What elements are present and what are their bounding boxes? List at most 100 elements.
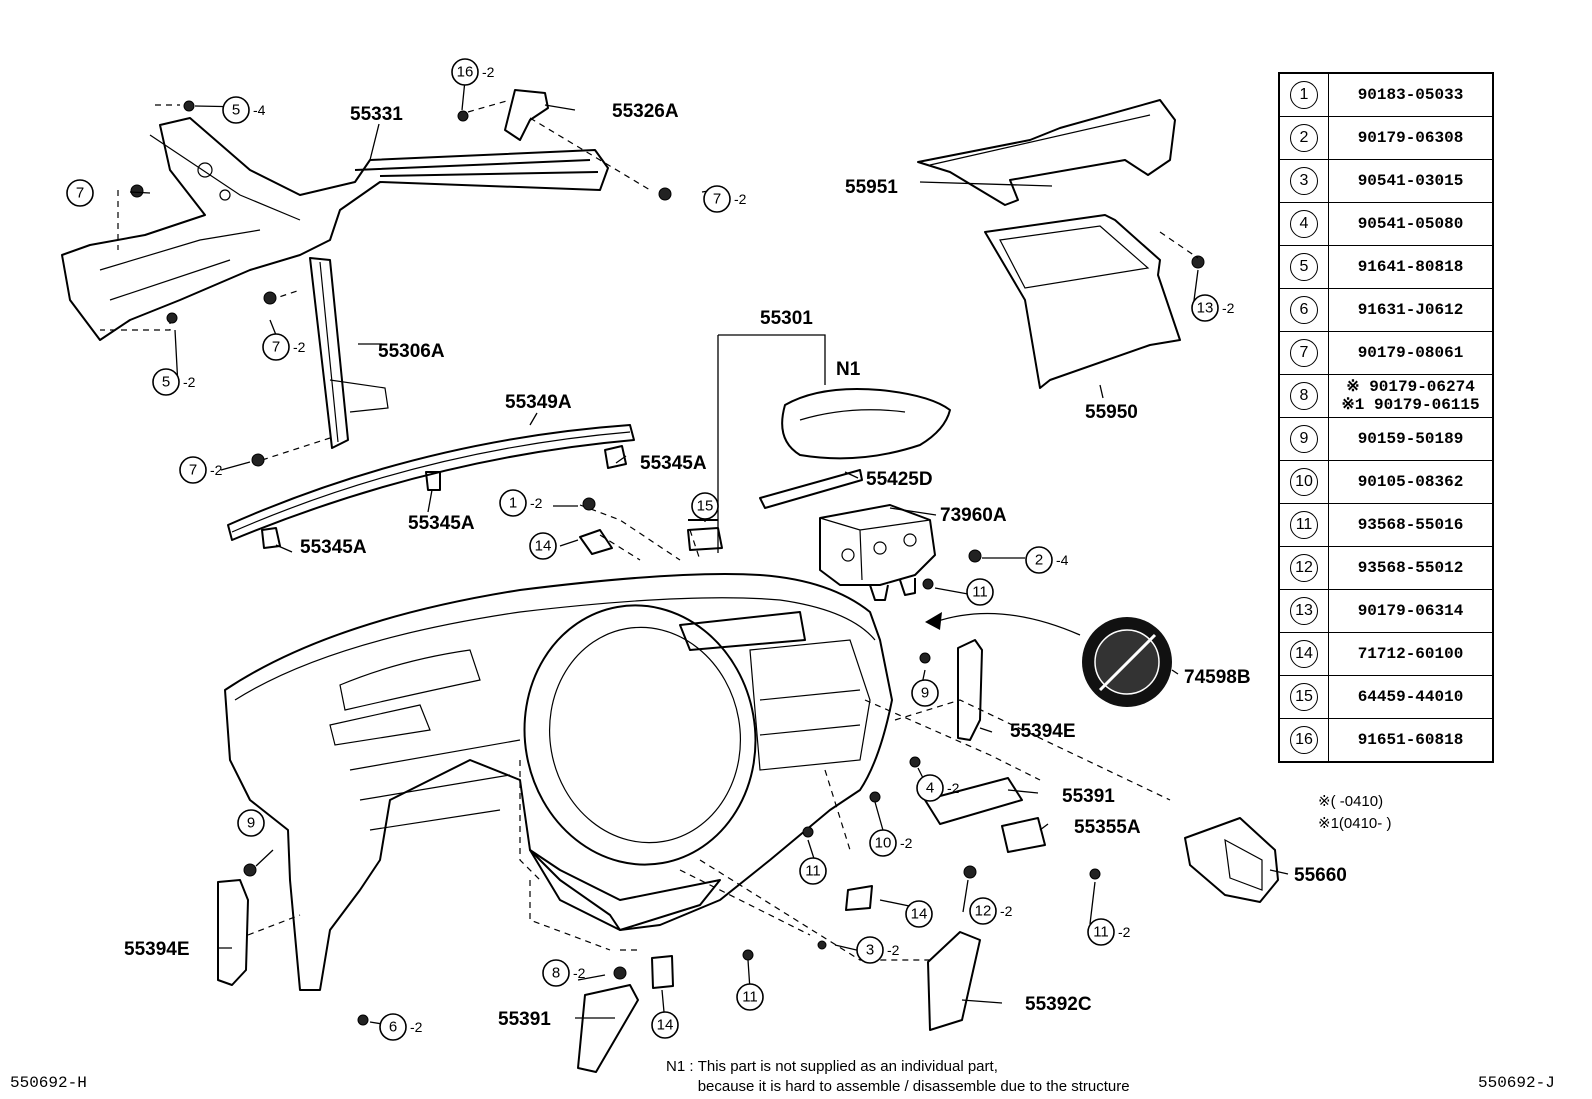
callout-6: 6 -2 bbox=[379, 1013, 423, 1041]
callout-14-top: 14 bbox=[529, 532, 557, 560]
bracket-55425D-drawing bbox=[759, 469, 863, 509]
label-55950: 55950 bbox=[1085, 402, 1138, 423]
svg-text:7: 7 bbox=[272, 339, 280, 356]
part-number: 90541-03015 bbox=[1357, 172, 1464, 190]
parts-table-pn-cell: 64459-44010 bbox=[1328, 675, 1494, 719]
ref-number: 3 bbox=[1290, 167, 1318, 195]
ref-number: 11 bbox=[1290, 511, 1318, 539]
part-number: ※ 90179-06274 bbox=[1346, 378, 1475, 396]
label-N1: N1 bbox=[836, 359, 861, 380]
callout-7-lower: 7 -2 bbox=[179, 456, 223, 484]
label-55425D: 55425D bbox=[866, 469, 933, 490]
ref-number: 13 bbox=[1290, 597, 1318, 625]
parts-table-row: 4 90541-05080 bbox=[1278, 202, 1494, 246]
part-number: 90179-06308 bbox=[1357, 129, 1464, 147]
fasteners-lower bbox=[243, 497, 1101, 1026]
callout-7-left: 7 bbox=[66, 179, 94, 207]
svg-text:15: 15 bbox=[697, 498, 714, 515]
n1-note-label: N1 : bbox=[666, 1058, 694, 1075]
ref-number: 1 bbox=[1290, 81, 1318, 109]
n1-note: N1 : This part is not supplied as an ind… bbox=[666, 1057, 1130, 1097]
parts-table-ref-cell: 10 bbox=[1278, 460, 1329, 504]
parts-table-ref-cell: 7 bbox=[1278, 331, 1329, 375]
label-55660: 55660 bbox=[1294, 865, 1347, 886]
svg-text:-2: -2 bbox=[183, 374, 196, 390]
garnish-55349A-drawing bbox=[227, 424, 635, 541]
ref-number: 14 bbox=[1290, 640, 1318, 668]
ref-number: 6 bbox=[1290, 296, 1318, 324]
parts-reference-table: 1 90183-05033 2 90179-06308 3 90541-03015 4 905… bbox=[1278, 72, 1494, 763]
part-number: 91631-J0612 bbox=[1357, 301, 1464, 319]
airbag-73960A-drawing bbox=[819, 504, 936, 601]
label-55391-upper: 55391 bbox=[1062, 786, 1115, 807]
parts-table-pn-cell: 91651-60818 bbox=[1328, 718, 1494, 763]
parts-table-ref-cell: 12 bbox=[1278, 546, 1329, 590]
reinforcement-55331-drawing bbox=[61, 89, 609, 449]
ref-number: 10 bbox=[1290, 468, 1318, 496]
svg-text:14: 14 bbox=[911, 906, 928, 923]
svg-text:3: 3 bbox=[866, 942, 874, 959]
callout-11-airbag: 11 bbox=[966, 578, 994, 606]
svg-text:-2: -2 bbox=[210, 462, 223, 478]
ref-number: 4 bbox=[1290, 210, 1318, 238]
part-number-alt: ※1 90179-06115 bbox=[1341, 396, 1480, 414]
panel-55951-drawing bbox=[917, 99, 1176, 206]
callout-10: 10 -2 bbox=[869, 829, 913, 857]
register-55660-drawing bbox=[1184, 817, 1279, 903]
svg-text:11: 11 bbox=[972, 584, 988, 601]
svg-text:-2: -2 bbox=[734, 191, 747, 207]
svg-text:5: 5 bbox=[232, 102, 240, 119]
parts-table-pn-cell: 71712-60100 bbox=[1328, 632, 1494, 676]
ref-number: 15 bbox=[1290, 683, 1318, 711]
svg-text:7: 7 bbox=[189, 462, 197, 479]
svg-text:-2: -2 bbox=[900, 835, 913, 851]
svg-text:7: 7 bbox=[713, 191, 721, 208]
svg-text:-2: -2 bbox=[947, 780, 960, 796]
part-number: 90179-08061 bbox=[1357, 344, 1464, 362]
callout-2: 2 -4 bbox=[1025, 546, 1069, 574]
instrument-panel-55301-drawing bbox=[224, 573, 893, 991]
part-number: 90183-05033 bbox=[1357, 86, 1464, 104]
parts-table-ref-cell: 2 bbox=[1278, 116, 1329, 160]
label-55306A: 55306A bbox=[378, 341, 445, 362]
svg-text:1: 1 bbox=[509, 495, 517, 512]
parts-table-pn-cell: 91641-80818 bbox=[1328, 245, 1494, 289]
part-number: 93568-55012 bbox=[1357, 559, 1464, 577]
pad-55391-lower-drawing bbox=[577, 984, 639, 1073]
ref-number: 7 bbox=[1290, 339, 1318, 367]
label-55394E-left: 55394E bbox=[124, 939, 190, 960]
svg-text:-2: -2 bbox=[573, 965, 586, 981]
label-55345A-middle: 55345A bbox=[408, 513, 475, 534]
part-number: 71712-60100 bbox=[1357, 645, 1464, 663]
parts-table-ref-cell: 3 bbox=[1278, 159, 1329, 203]
label-73960A: 73960A bbox=[940, 505, 1007, 526]
footnote-mark2: ※1(0410- ) bbox=[1318, 815, 1392, 832]
callout-13: 13 -2 bbox=[1191, 294, 1235, 322]
parts-table-row: 3 90541-03015 bbox=[1278, 159, 1494, 203]
part-number: 90105-08362 bbox=[1357, 473, 1464, 491]
svg-text:9: 9 bbox=[921, 685, 929, 702]
parts-table-ref-cell: 14 bbox=[1278, 632, 1329, 676]
part-number: 90541-05080 bbox=[1357, 215, 1464, 233]
diagram-code-left: 550692-H bbox=[10, 1074, 87, 1092]
callout-15: 15 bbox=[691, 492, 719, 520]
svg-text:-2: -2 bbox=[1000, 903, 1013, 919]
callout-9-right: 9 bbox=[911, 679, 939, 707]
parts-table-pn-cell: 93568-55016 bbox=[1328, 503, 1494, 547]
label-55355A: 55355A bbox=[1074, 817, 1141, 838]
parts-table-row: 12 93568-55012 bbox=[1278, 546, 1494, 590]
svg-text:-2: -2 bbox=[1222, 300, 1235, 316]
callout-11-center: 11 bbox=[799, 857, 827, 885]
parts-table-row: 6 91631-J0612 bbox=[1278, 288, 1494, 332]
svg-text:4: 4 bbox=[926, 780, 934, 797]
parts-table-pn-cell: 93568-55012 bbox=[1328, 546, 1494, 590]
callout-7-mid: 7 -2 bbox=[262, 333, 306, 361]
parts-table-row: 10 90105-08362 bbox=[1278, 460, 1494, 504]
parts-table-ref-cell: 11 bbox=[1278, 503, 1329, 547]
ref-number: 8 bbox=[1290, 382, 1318, 410]
parts-table-pn-cell: 90179-06314 bbox=[1328, 589, 1494, 633]
parts-table-row: 14 71712-60100 bbox=[1278, 632, 1494, 676]
